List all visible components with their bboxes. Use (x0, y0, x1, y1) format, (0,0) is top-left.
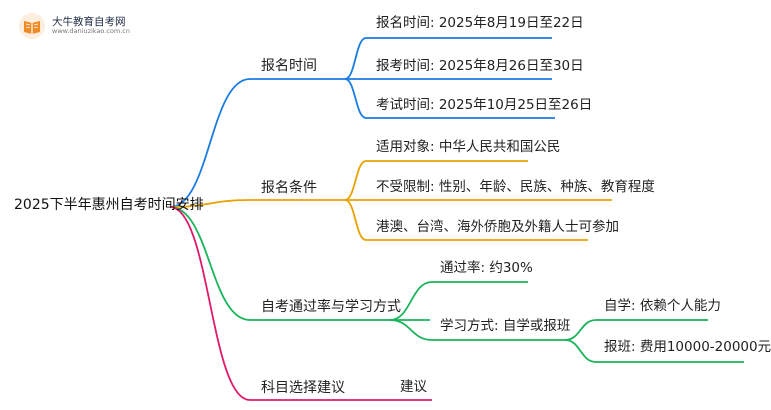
root-node: 2025下半年惠州自考时间安排 (14, 197, 204, 213)
logo-url: www.daniuzikao.com.cn (52, 27, 130, 36)
branch-connector (169, 206, 251, 401)
branch-registration-conditions: 报名条件 (261, 180, 317, 196)
leaf-eligible-people: 适用对象: 中华人民共和国公民 (376, 139, 561, 155)
leaf-pass-rate: 通过率: 约30% (440, 260, 533, 276)
branch-connector (169, 199, 251, 208)
leaf-connector (564, 319, 597, 341)
leaf-connector (564, 339, 597, 363)
logo-name: 大牛教育自考网 (52, 15, 126, 28)
leaf-no-restrictions: 不受限制: 性别、年龄、民族、种族、教育程度 (376, 179, 655, 195)
leaf-connector (344, 199, 367, 241)
branch-subject-advice: 科目选择建议 (261, 380, 345, 396)
node-study-method: 学习方式: 自学或报班 (440, 318, 571, 334)
leaf-connector (344, 160, 367, 201)
leaf-connector (389, 319, 433, 341)
leaf-connector (389, 281, 433, 321)
leaf-self-study: 自学: 依赖个人能力 (604, 298, 721, 314)
leaf-overseas-eligible: 港澳、台湾、海外侨胞及外籍人士可参加 (376, 219, 619, 235)
leaf-exam-date: 考试时间: 2025年10月25日至26日 (376, 97, 593, 113)
branch-connector (169, 206, 251, 321)
branch-pass-rate-and-study: 自考通过率与学习方式 (261, 299, 401, 315)
site-logo[interactable]: 大牛教育自考网 www.daniuzikao.com.cn (18, 12, 130, 40)
leaf-application-date: 报考时间: 2025年8月26日至30日 (376, 58, 584, 74)
mindmap-links (169, 37, 744, 401)
leaf-advice: 建议 (400, 379, 427, 395)
branch-registration-time: 报名时间 (261, 58, 317, 74)
leaf-connector (344, 78, 367, 119)
book-logo-icon (18, 12, 46, 40)
mindmap-canvas: 大牛教育自考网 www.daniuzikao.com.cn 2025下半年惠州自… (14, 12, 771, 401)
leaf-connector (344, 37, 367, 80)
leaf-class-fee: 报班: 费用10000-20000元 (604, 339, 771, 355)
branch-connector (169, 78, 251, 208)
leaf-registration-date: 报名时间: 2025年8月19日至22日 (376, 15, 584, 31)
